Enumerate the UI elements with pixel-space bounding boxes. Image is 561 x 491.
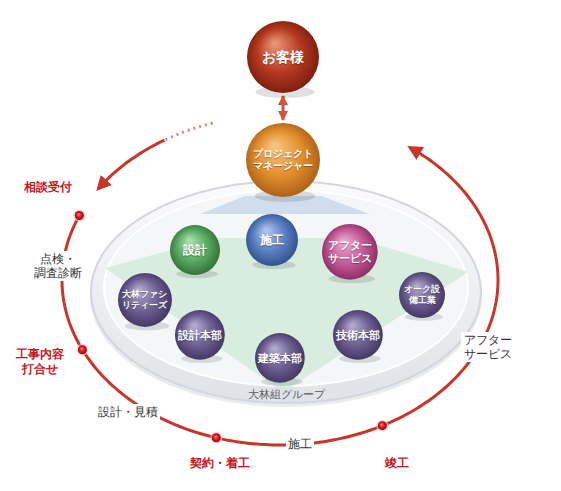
phase-label: 設計・見積 — [96, 404, 160, 420]
sphere-node: 技術本部 — [332, 309, 384, 361]
two-way-arrow — [282, 96, 285, 120]
sphere-node: オーク設備工業 — [398, 271, 446, 319]
phase-label: アフター サービス — [461, 332, 514, 363]
sphere — [246, 214, 298, 266]
step-dot — [78, 345, 87, 354]
step-dot — [75, 211, 84, 220]
sphere-node: アフター サービス — [321, 223, 379, 281]
sphere-node: 設計 — [169, 224, 221, 276]
step-label: 相談受付 — [24, 180, 72, 195]
sphere — [118, 273, 172, 327]
step-glow — [73, 210, 85, 222]
node-label: プロジェクト マネージャー — [252, 148, 315, 172]
sphere-node: 施工 — [245, 213, 299, 267]
step-label: 契約・着工 — [190, 456, 250, 471]
phase-label: 点検・ 調査診断 — [31, 251, 84, 282]
step-glow — [376, 420, 388, 432]
cycle-arc-dotted — [164, 123, 212, 140]
sphere-node: お客様 — [246, 20, 320, 94]
node-label: アフター サービス — [327, 239, 372, 264]
sphere — [246, 123, 320, 197]
node-label: 大林ファシリティーズ — [122, 289, 167, 311]
node-label: オーク設備工業 — [404, 284, 440, 306]
sphere — [322, 224, 378, 280]
group-name: 大林組グループ — [248, 388, 325, 401]
sphere — [255, 333, 305, 383]
node-label: 建築本部 — [258, 352, 302, 365]
cycle-arc — [99, 140, 164, 188]
platform-rim — [91, 181, 481, 403]
node-label: お客様 — [262, 49, 304, 66]
sphere-node: プロジェクト マネージャー — [245, 122, 321, 198]
node-label: 施工 — [260, 233, 284, 247]
node-label: 設計 — [183, 243, 207, 257]
step-glow — [210, 432, 222, 444]
step-glow — [76, 344, 88, 356]
sphere — [333, 310, 383, 360]
group-platform: 設計 施工 アフター サービス大林ファシリティーズ オーク設備工業設計本部建築本部 技術… — [88, 176, 484, 408]
team-plane — [105, 238, 468, 392]
sphere-node: 設計本部 — [174, 309, 226, 361]
sphere — [170, 225, 220, 275]
sphere — [247, 21, 319, 93]
step-label: 工事内容 打合せ — [14, 347, 66, 377]
manager-beam — [200, 196, 370, 214]
node-label: 技術本部 — [336, 329, 380, 342]
sphere-node: 建築本部 — [254, 332, 306, 384]
step-dot — [212, 433, 221, 442]
phase-label: 施工 — [286, 436, 314, 452]
sphere — [175, 310, 225, 360]
step-dot — [378, 421, 387, 430]
sphere — [399, 272, 445, 318]
node-label: 設計本部 — [178, 329, 222, 342]
step-label: 竣工 — [385, 456, 409, 471]
sphere-node: 大林ファシリティーズ — [117, 272, 173, 328]
